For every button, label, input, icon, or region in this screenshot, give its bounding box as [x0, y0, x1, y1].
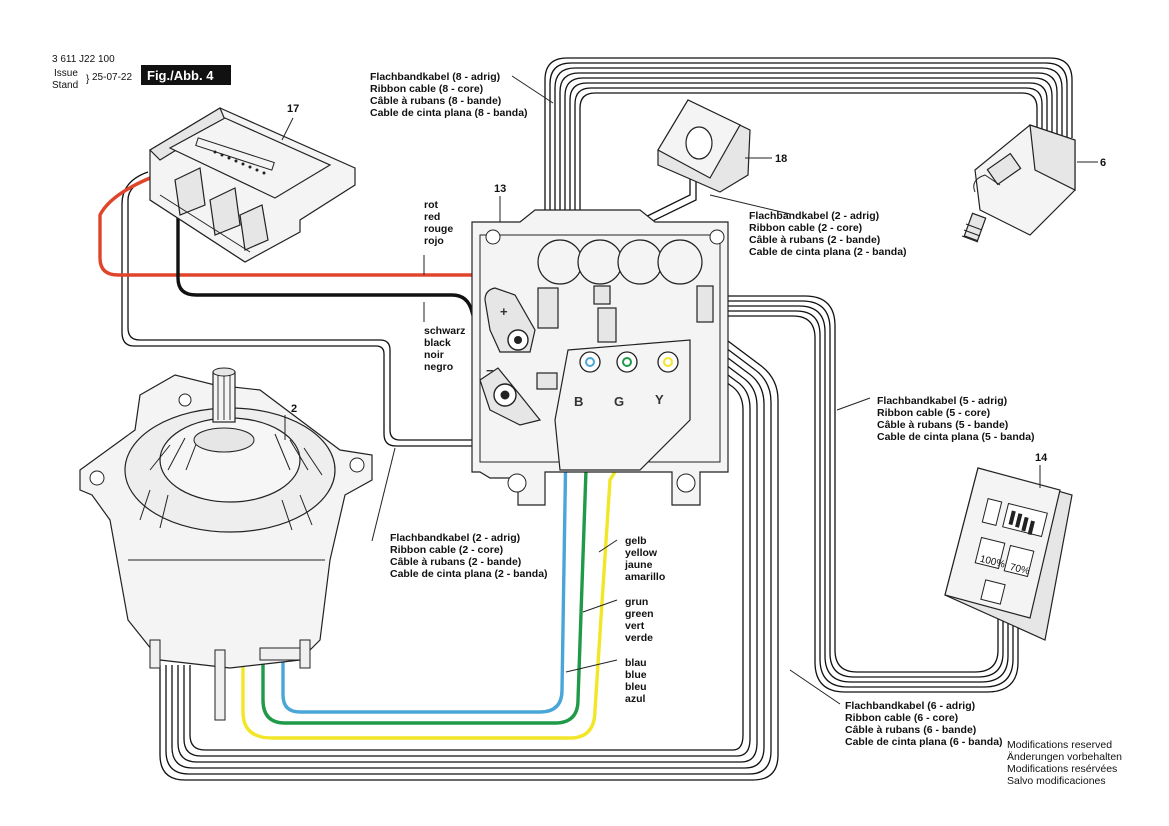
label-text: Ribbon cable (5 - core) — [877, 407, 990, 419]
display-pct70: 70% — [1009, 562, 1031, 578]
label-text: Änderungen vorbehalten — [1007, 751, 1122, 763]
label-text: negro — [424, 361, 453, 373]
yellow-wire — [241, 361, 670, 740]
ribbon-cable-8-core — [544, 57, 1073, 296]
label-text: red — [424, 211, 440, 223]
label-text: verde — [625, 632, 653, 644]
label-text: Flachbandkabel (2 - adrig) — [390, 532, 520, 544]
label-text: blue — [625, 669, 647, 681]
label-text: Modifications reserved — [1007, 739, 1112, 751]
label-text: azul — [625, 693, 646, 705]
leader-lines — [371, 75, 871, 705]
label-blue-wire: blau blue bleu azul — [625, 657, 647, 705]
terminal-y-label: Y — [655, 392, 664, 407]
figure-label: Fig./Abb. 4 — [147, 68, 214, 83]
label-text: Flachbandkabel (5 - adrig) — [877, 395, 1007, 407]
brace-glyph: } — [86, 74, 90, 85]
part-number: 3 611 J22 100 — [52, 54, 115, 65]
label-text: Cable de cinta plana (2 - banda) — [749, 246, 907, 258]
part-14-number: 14 — [1035, 452, 1048, 464]
label-text: Câble à rubans (5 - bande) — [877, 419, 1008, 431]
label-text: gelb — [625, 535, 647, 547]
part-2-number: 2 — [291, 403, 297, 415]
part-14-display: 100% 70% 14 — [944, 452, 1073, 641]
label-ribbon-2-core-mid: Flachbandkabel (2 - adrig) Ribbon cable … — [390, 532, 548, 580]
label-text: Cable de cinta plana (6 - banda) — [845, 736, 1003, 748]
label-text: black — [424, 337, 451, 349]
label-yellow-wire: gelb yellow jaune amarillo — [624, 535, 665, 583]
label-text: schwarz — [424, 325, 465, 337]
terminal-minus-label: − — [486, 363, 494, 378]
label-text: rouge — [424, 223, 453, 235]
terminal-plus-label: + — [500, 304, 508, 319]
stand-label: Stand — [52, 80, 78, 91]
figure-badge — [141, 65, 231, 85]
issue-date: 25-07-22 — [92, 72, 132, 83]
label-text: Câble à rubans (6 - bande) — [845, 724, 976, 736]
black-wire — [176, 205, 505, 396]
label-text: rot — [424, 199, 439, 211]
part-18-number: 18 — [775, 153, 787, 165]
label-text: jaune — [624, 559, 653, 571]
label-text: Câble à rubans (8 - bande) — [370, 95, 501, 107]
blue-wire — [281, 361, 592, 714]
label-text: Ribbon cable (2 - core) — [749, 222, 862, 234]
label-text: Flachbandkabel (6 - adrig) — [845, 700, 975, 712]
label-text: Ribbon cable (6 - core) — [845, 712, 958, 724]
part-13-number: 13 — [494, 183, 506, 195]
part-17-switch-module: 17 — [149, 103, 356, 263]
label-text: amarillo — [625, 571, 665, 583]
label-text: rojo — [424, 235, 444, 247]
header: 3 611 J22 100 Issue Stand } 25-07-22 Fig… — [52, 54, 231, 91]
label-ribbon-8-core: Flachbandkabel (8 - adrig) Ribbon cable … — [370, 71, 528, 119]
label-ribbon-5-core: Flachbandkabel (5 - adrig) Ribbon cable … — [877, 395, 1035, 443]
part-17-number: 17 — [287, 103, 299, 115]
label-text: Ribbon cable (8 - core) — [370, 83, 483, 95]
issue-label: Issue — [54, 68, 78, 79]
label-text: Flachbandkabel (2 - adrig) — [749, 210, 879, 222]
label-text: Cable de cinta plana (2 - banda) — [390, 568, 548, 580]
part-18-button: 18 — [657, 99, 787, 193]
green-wire — [261, 361, 629, 725]
label-text: noir — [424, 349, 444, 361]
label-text: Modifications resérvées — [1007, 763, 1117, 775]
label-ribbon-6-core: Flachbandkabel (6 - adrig) Ribbon cable … — [845, 700, 1003, 748]
label-text: vert — [625, 620, 645, 632]
label-text: Cable de cinta plana (8 - banda) — [370, 107, 528, 119]
label-text: Ribbon cable (2 - core) — [390, 544, 503, 556]
label-text: yellow — [625, 547, 658, 559]
label-red-wire: rot red rouge rojo — [424, 199, 453, 247]
label-ribbon-2-core-top: Flachbandkabel (2 - adrig) Ribbon cable … — [749, 210, 907, 258]
label-black-wire: schwarz black noir negro — [424, 325, 465, 373]
label-text: blau — [625, 657, 647, 669]
capacitors — [537, 239, 703, 285]
label-text: Câble à rubans (2 - bande) — [390, 556, 521, 568]
label-text: bleu — [625, 681, 647, 693]
label-text: Cable de cinta plana (5 - banda) — [877, 431, 1035, 443]
part-2-motor: 2 — [79, 367, 373, 721]
power-wires — [98, 176, 670, 740]
label-text: grun — [625, 596, 648, 608]
part-6-sensor: 6 — [961, 124, 1106, 243]
label-text: Câble à rubans (2 - bande) — [749, 234, 880, 246]
modifications-notice: Modifications reserved Änderungen vorbeh… — [1007, 739, 1122, 787]
label-text: Salvo modificaciones — [1007, 775, 1106, 787]
part-13-electronics: + − B G Y 13 — [471, 183, 729, 506]
terminal-b-label: B — [574, 394, 583, 409]
terminal-g-label: G — [614, 394, 624, 409]
part-6-number: 6 — [1100, 157, 1106, 169]
label-text: Flachbandkabel (8 - adrig) — [370, 71, 500, 83]
label-text: green — [625, 608, 654, 620]
label-green-wire: grun green vert verde — [625, 596, 654, 644]
ribbon-cable-5-core — [710, 295, 1019, 693]
